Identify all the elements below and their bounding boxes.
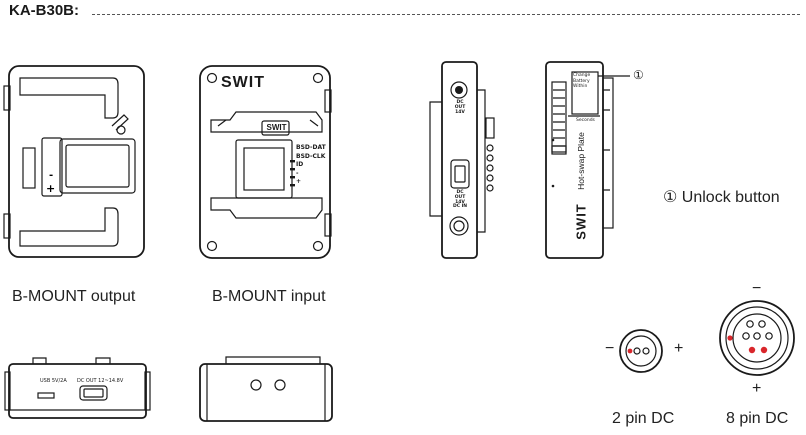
pin2-connector-drawing xyxy=(619,329,663,373)
bottom-view-right-drawing xyxy=(199,356,333,422)
usb-label: USB 5V/2A xyxy=(40,378,67,384)
side-view-left-drawing xyxy=(429,61,495,259)
output-minus-mark: - xyxy=(49,170,53,181)
output-caption: B-MOUNT output xyxy=(12,288,136,305)
model-title: KA-B30B: xyxy=(9,2,80,19)
pin8-connector-drawing xyxy=(719,300,795,376)
port-label-minus: - xyxy=(296,169,299,177)
unlock-legend: ① Unlock button xyxy=(663,189,780,206)
output-plate-drawing: - + xyxy=(3,65,145,258)
bottom-view-left-drawing xyxy=(4,357,151,419)
change-battery-label: Change Battery Within xyxy=(573,73,591,89)
pin2-caption: 2 pin DC xyxy=(612,410,675,427)
input-plate-drawing xyxy=(199,65,332,259)
port-label-bsd-dat: BSD-DAT xyxy=(296,144,326,151)
unlock-marker-label: ① xyxy=(633,68,644,82)
port-label-plus: + xyxy=(296,178,302,185)
port-label-bsd-clk: BSD-CLK xyxy=(296,152,326,160)
side-view-right-drawing xyxy=(545,61,630,259)
pin8-minus-label: − xyxy=(752,280,762,297)
input-caption: B-MOUNT input xyxy=(212,288,326,305)
dc-out-label-mid: DC OUT 14V xyxy=(454,190,466,205)
output-plus-mark: + xyxy=(46,182,55,195)
dc-out-range-label: DC OUT 12~14.8V xyxy=(77,378,124,384)
pin8-caption: 8 pin DC xyxy=(726,410,789,427)
input-port-labels: BSD-DAT BSD-CLK ID - + xyxy=(296,144,326,187)
dc-in-label: DC IN xyxy=(452,204,468,209)
hot-swap-label: Hot-swap Plate xyxy=(576,132,586,190)
seconds-label: Seconds xyxy=(576,118,595,123)
title-divider xyxy=(92,14,800,15)
pin2-plus-label: + xyxy=(674,340,684,357)
input-brand-label: SWIT xyxy=(221,74,265,91)
pin2-minus-label: − xyxy=(605,340,615,357)
input-badge-label: SWIT xyxy=(266,123,287,132)
side-brand-label: SWIT xyxy=(573,203,589,240)
pin2-minus-dot xyxy=(627,348,633,354)
pin8-plus-label: + xyxy=(752,380,762,397)
dc-out-label-top: DC OUT 14V xyxy=(454,100,466,115)
port-label-id: ID xyxy=(296,161,304,168)
